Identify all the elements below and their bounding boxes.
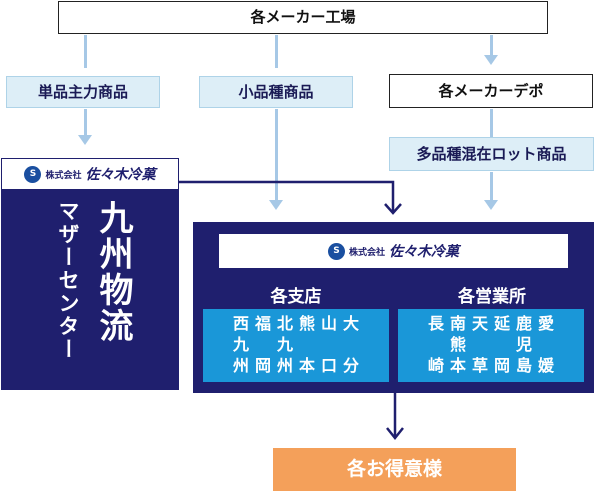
office-city-char: 崎 — [428, 356, 445, 375]
arrow-company-to-customers — [386, 393, 404, 441]
office-city-0: 長崎 — [428, 313, 444, 376]
small-variety-label-box: 小品種商品 — [199, 76, 353, 108]
office-city-5: 愛媛 — [538, 313, 554, 376]
manufacturer-depot-label: 各メーカーデポ — [438, 82, 544, 100]
company-branch-block: S 株式会社 佐々木冷菓 各支店 各営業所 西九州福岡北九州熊本山口大分 長崎南… — [193, 222, 594, 393]
branch-city-2: 北九州 — [277, 313, 293, 376]
branch-city-char: 分 — [343, 356, 360, 375]
branch-city-char: 西 — [233, 314, 250, 333]
office-city-char: 延 — [494, 314, 511, 333]
office-city-3: 延岡 — [494, 313, 510, 376]
arrow-small-to-company-line — [275, 109, 278, 201]
kyushu-center-subtitle: マザーセンター — [56, 200, 80, 361]
customers-label: 各お得意様 — [346, 458, 442, 480]
office-city-char: 媛 — [538, 356, 555, 375]
customers-box: 各お得意様 — [273, 448, 516, 491]
branch-city-1: 福岡 — [255, 313, 271, 376]
branches-title: 各支店 — [270, 287, 322, 307]
branch-city-5: 大分 — [343, 313, 359, 376]
office-city-1: 南熊本 — [450, 313, 466, 376]
arrow-multi-to-company-head — [484, 200, 498, 210]
arrow-small-to-company-head — [269, 200, 283, 210]
arrow-factory-to-single — [84, 35, 87, 68]
arrow-depot-to-multi — [490, 109, 493, 137]
office-city-char: 島 — [516, 356, 533, 375]
office-city-char: 南 — [450, 314, 467, 333]
kyushu-mother-center: 九州物流 マザーセンター — [1, 190, 179, 390]
arrow-single-to-center-line — [84, 109, 87, 136]
office-city-char: 本 — [450, 356, 467, 375]
branch-city-char: 北 — [277, 314, 294, 333]
office-city-char: 長 — [428, 314, 445, 333]
offices-title: 各営業所 — [458, 287, 526, 307]
company-prefix: 株式会社 — [45, 170, 82, 181]
office-city-char: 天 — [472, 314, 489, 333]
branch-city-char: 岡 — [255, 356, 272, 375]
branch-city-char: 山 — [321, 314, 338, 333]
branch-city-0: 西九州 — [233, 313, 249, 376]
small-variety-label: 小品種商品 — [238, 83, 314, 101]
branch-city-char: 九 — [233, 335, 250, 354]
company-name: 佐々木冷菓 — [85, 167, 156, 183]
office-city-2: 天草 — [472, 313, 488, 376]
manufacturer-factories-label: 各メーカー工場 — [250, 8, 356, 26]
branch-city-char: 九 — [277, 335, 294, 354]
single-item-label: 単品主力商品 — [37, 83, 128, 101]
branch-city-char: 本 — [299, 356, 316, 375]
arrow-factory-to-depot-head — [484, 55, 498, 65]
arrow-single-to-center-head — [78, 135, 92, 145]
company-logo-mark-icon: S — [24, 165, 42, 183]
single-item-label-box: 単品主力商品 — [6, 76, 160, 108]
manufacturer-factories-box: 各メーカー工場 — [58, 1, 548, 34]
branch-city-char: 熊 — [299, 314, 316, 333]
multi-mixed-label: 多品種混在ロット商品 — [416, 145, 567, 163]
branch-city-char: 州 — [233, 356, 250, 375]
company-logo-box: S 株式会社 佐々木冷菓 — [219, 234, 568, 268]
branch-city-char: 大 — [343, 314, 360, 333]
company-name-2: 佐々木冷菓 — [389, 244, 459, 260]
branch-city-3: 熊本 — [299, 313, 315, 376]
office-city-4: 鹿児島 — [516, 313, 532, 376]
manufacturer-depot-box: 各メーカーデポ — [389, 74, 593, 108]
arrow-multi-to-company-line — [490, 172, 493, 201]
office-city-char: 草 — [472, 356, 489, 375]
office-city-char: 鹿 — [516, 314, 533, 333]
office-city-char: 愛 — [538, 314, 555, 333]
arrow-factory-to-small — [275, 35, 278, 68]
office-city-char: 岡 — [494, 356, 511, 375]
branch-city-char: 州 — [277, 356, 294, 375]
multi-mixed-label-box: 多品種混在ロット商品 — [389, 137, 594, 171]
offices-list: 長崎南熊本天草延岡鹿児島愛媛 — [398, 309, 584, 382]
arrow-center-to-company — [179, 180, 402, 215]
office-city-char: 児 — [516, 335, 533, 354]
office-city-char: 熊 — [450, 335, 467, 354]
arrow-factory-to-depot-line — [490, 35, 493, 57]
branches-list: 西九州福岡北九州熊本山口大分 — [203, 309, 389, 382]
company-logo-mark-icon-2: S — [327, 242, 345, 260]
kyushu-center-title: 九州物流 — [93, 200, 133, 344]
branch-city-char: 口 — [321, 356, 338, 375]
company-prefix-2: 株式会社 — [348, 247, 385, 258]
kyushu-logo-box: S 株式会社 佐々木冷菓 — [1, 158, 179, 190]
branch-city-4: 山口 — [321, 313, 337, 376]
branch-city-char: 福 — [255, 314, 272, 333]
